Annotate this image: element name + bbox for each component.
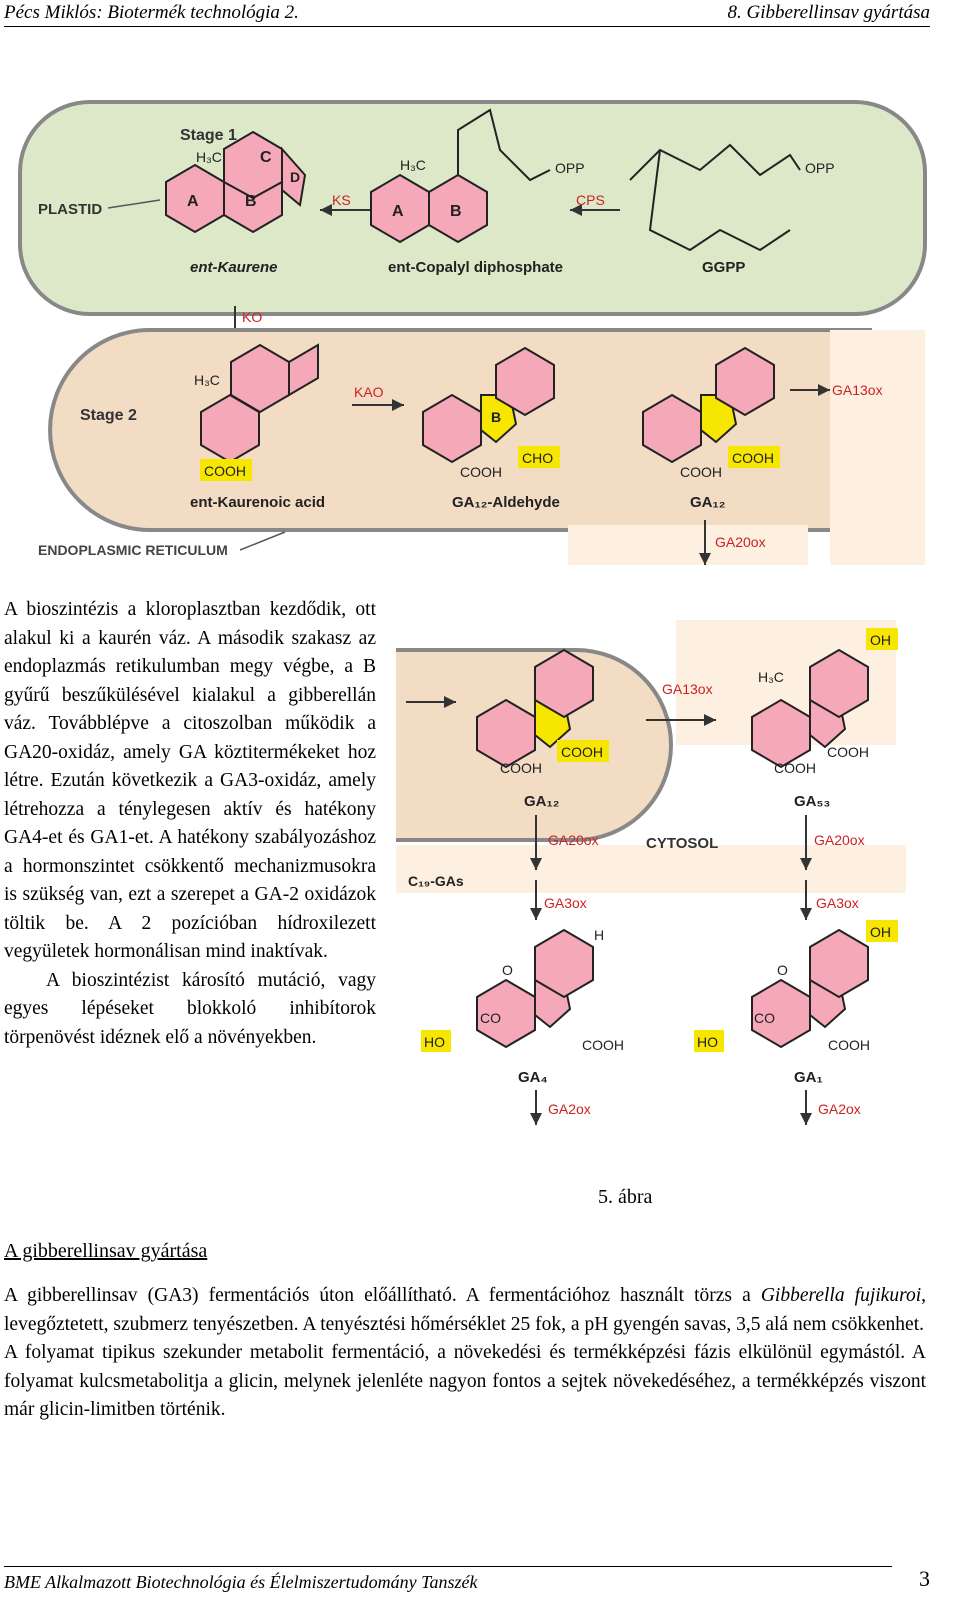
figure-label: O — [777, 962, 788, 978]
figure-top: PLASTID Stage 1 A B C D H₃C ent-Kaurene … — [18, 100, 927, 565]
figure-label: H₃C — [194, 372, 220, 388]
ga13ox-enzyme: GA13ox — [662, 681, 713, 697]
figure-label: H₃C — [400, 157, 426, 173]
figure-label: D — [290, 169, 300, 185]
figure-label: COOH — [774, 760, 816, 776]
figure-label: COOH — [460, 464, 502, 480]
body-paragraph-2: A folyamat tipikus szekunder metabolit f… — [4, 1342, 926, 1420]
intro-paragraph: A bioszintézis a kloroplasztban kezdődik… — [4, 596, 376, 1052]
ga3ox-enzyme-right: GA3ox — [816, 895, 859, 911]
figure-label: CO — [754, 1010, 775, 1026]
ga13ox-enzyme-top: GA13ox — [832, 382, 883, 398]
page-number: 3 — [919, 1566, 930, 1591]
er-label: ENDOPLASMIC RETICULUM — [38, 542, 228, 558]
figure-label: COOH — [828, 1037, 870, 1053]
ga1-structure — [751, 928, 869, 1049]
figure-label: OPP — [555, 160, 585, 176]
paragraph-2: A bioszintézist károsító mutáció, vagy e… — [4, 969, 376, 1048]
cps-enzyme: CPS — [576, 192, 605, 208]
body-text: A gibberellinsav (GA3) fermentációs úton… — [4, 1282, 926, 1425]
plastid-label: PLASTID — [38, 201, 102, 218]
footer-department: BME Alkalmazott Biotechnológia és Élelmi… — [4, 1572, 478, 1592]
figure-label: COOH — [732, 450, 774, 466]
figure-label: CO — [480, 1010, 501, 1026]
figure-label: HO — [424, 1034, 445, 1050]
header-rule — [4, 26, 930, 27]
ent-kaurenoic-label: ent-Kaurenoic acid — [190, 494, 325, 511]
footer-rule — [4, 1566, 892, 1567]
figure-label: A — [392, 203, 404, 220]
figure-label: COOH — [582, 1037, 624, 1053]
ent-kaurene-label: ent-Kaurene — [190, 259, 278, 276]
body-paragraph-1: A gibberellinsav (GA3) fermentációs úton… — [4, 1285, 926, 1335]
figure-caption: 5. ábra — [598, 1186, 653, 1208]
figure-label: B — [450, 203, 462, 220]
ga3ox-enzyme-left: GA3ox — [544, 895, 587, 911]
figure-label: B — [245, 193, 257, 210]
figure-label: H — [594, 927, 604, 943]
figure-label: COOH — [500, 760, 542, 776]
ga53-label: GA₅₃ — [794, 793, 830, 810]
stage1-label: Stage 1 — [180, 127, 237, 144]
ga20ox-enzyme-right: GA20ox — [814, 832, 865, 848]
ent-kaurenoic-structure — [200, 343, 319, 464]
ga4-structure — [476, 928, 594, 1049]
page-header: Pécs Miklós: Biotermék technológia 2. 8.… — [0, 0, 960, 30]
figure-label: OH — [870, 632, 891, 648]
ent-kaurene-structure — [165, 130, 307, 234]
organism-name: Gibberella fujikuroi — [760, 1285, 922, 1306]
ga2ox-enzyme-right: GA2ox — [818, 1101, 861, 1117]
ga12-label-2: GA₁₂ — [524, 793, 559, 810]
paragraph-1: A bioszintézis a kloroplasztban kezdődik… — [4, 599, 376, 962]
ggpp-label: GGPP — [702, 259, 745, 276]
ks-enzyme: KS — [332, 192, 351, 208]
header-chapter: 8. Gibberellinsav gyártása — [727, 2, 930, 23]
cytosol-label: CYTOSOL — [646, 835, 718, 852]
figure-label: COOH — [204, 463, 246, 479]
stage2-label: Stage 2 — [80, 407, 137, 424]
ga12-aldehyde-structure — [422, 346, 555, 464]
ga12-structure — [642, 346, 775, 464]
section-title: A gibberellinsav gyártása — [4, 1240, 208, 1262]
c19gas-label: C₁₉-GAs — [408, 873, 464, 889]
figure-label: C — [260, 149, 272, 166]
ga1-label: GA₁ — [794, 1069, 823, 1086]
figure-cytosol: COOH COOH GA₁₂ GA13ox H₃C OH COOH COOH G… — [396, 620, 906, 1125]
ko-enzyme: KO — [242, 309, 262, 325]
figure-label: A — [187, 193, 199, 210]
ga53-structure — [751, 648, 869, 769]
ent-copalyl-label: ent-Copalyl diphosphate — [388, 259, 563, 276]
ga20ox-enzyme-left: GA20ox — [548, 832, 599, 848]
figure-label: O — [502, 962, 513, 978]
ent-copalyl-structure — [370, 173, 488, 244]
ga2ox-enzyme-left: GA2ox — [548, 1101, 591, 1117]
figure-label: COOH — [680, 464, 722, 480]
figure-label: COOH — [827, 744, 869, 760]
figure-label: B — [491, 409, 501, 425]
figure-label: COOH — [561, 744, 603, 760]
figure-label: H₃C — [196, 149, 222, 165]
figure-label: OH — [870, 924, 891, 940]
figure-label: H₃C — [758, 669, 784, 685]
figure-label: OPP — [805, 160, 835, 176]
ga20ox-enzyme-top: GA20ox — [715, 534, 766, 550]
figure-label: HO — [697, 1034, 718, 1050]
header-title: Pécs Miklós: Biotermék technológia 2. — [4, 2, 299, 23]
ga4-label: GA₄ — [518, 1069, 548, 1086]
ga12-aldehyde-label: GA₁₂-Aldehyde — [452, 494, 560, 511]
ga12-label: GA₁₂ — [690, 494, 725, 511]
kao-enzyme: KAO — [354, 384, 384, 400]
figure-label: CHO — [522, 450, 553, 466]
ga12-structure-2 — [476, 648, 594, 769]
